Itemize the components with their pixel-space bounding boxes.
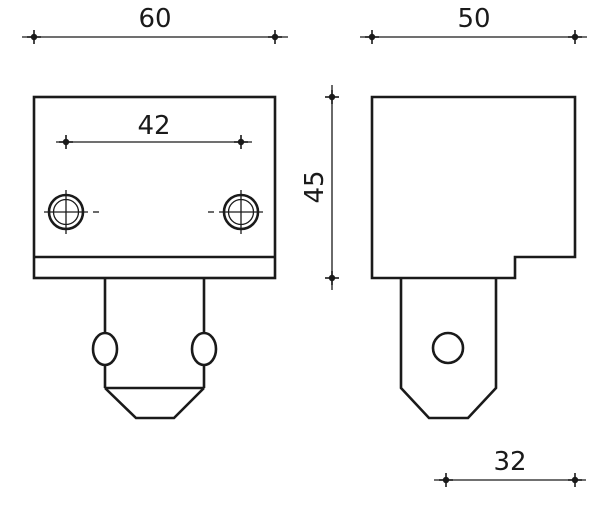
dimension-hole-spacing: 42 <box>56 111 252 150</box>
front-view: 42 60 <box>22 4 288 420</box>
dimension-side-width-label: 50 <box>457 4 490 34</box>
mounting-hole-right <box>208 190 263 234</box>
side-body <box>370 95 577 280</box>
side-tab <box>399 278 498 420</box>
dimension-tab-offset-label: 32 <box>493 447 526 477</box>
dimension-side-height-label: 45 <box>300 170 330 203</box>
front-stem <box>91 278 218 420</box>
dimension-side-width: 50 <box>360 4 587 45</box>
dimension-hole-spacing-label: 42 <box>137 111 170 141</box>
side-view: 50 45 32 <box>300 4 587 488</box>
stem-lug-right <box>190 331 218 367</box>
mounting-hole-left <box>44 190 99 234</box>
dimension-side-height: 45 <box>300 85 340 290</box>
side-tab-hole <box>431 331 465 365</box>
front-body <box>32 95 277 280</box>
stem-lug-left <box>91 331 119 367</box>
dimension-front-width: 60 <box>22 4 288 45</box>
dimension-tab-offset: 32 <box>434 447 586 488</box>
dimension-front-width-label: 60 <box>138 4 171 34</box>
